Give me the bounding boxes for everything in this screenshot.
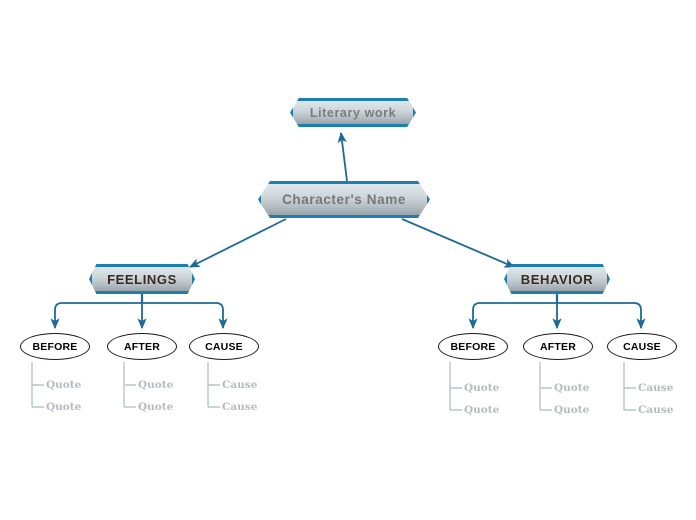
node-branch-behavior-label: BEHAVIOR (520, 271, 594, 287)
leaf-behavior-cause-1[interactable]: Cause (638, 382, 674, 394)
node-character-name-label: Character's Name (282, 192, 406, 207)
leaf-behavior-cause-2[interactable]: Cause (638, 404, 674, 416)
edge-behavior-to-before (468, 302, 557, 330)
node-feelings-cause-label: CAUSE (205, 340, 243, 353)
leaf-comb-f-after (123, 362, 136, 408)
node-feelings-cause[interactable]: CAUSE (189, 333, 259, 360)
leaf-behavior-before-1[interactable]: Quote (464, 382, 500, 394)
node-literary-work[interactable]: Literary work (290, 98, 416, 127)
edge-root-to-feelings (189, 218, 287, 268)
leaf-comb-b-before (449, 362, 462, 411)
edge-root-to-behavior (401, 218, 515, 268)
leaf-feelings-before-2[interactable]: Quote (46, 401, 82, 413)
leaf-feelings-before-1[interactable]: Quote (46, 379, 82, 391)
node-character-name[interactable]: Character's Name (258, 181, 430, 218)
edge-behavior-to-cause (557, 302, 646, 330)
node-behavior-before[interactable]: BEFORE (438, 333, 508, 360)
node-branch-feelings-label: FEELINGS (107, 271, 177, 287)
node-feelings-after-label: AFTER (124, 340, 160, 353)
node-behavior-after-label: AFTER (540, 340, 576, 353)
node-feelings-after[interactable]: AFTER (107, 333, 177, 360)
node-behavior-before-label: BEFORE (450, 340, 496, 353)
leaf-comb-b-cause (623, 362, 636, 411)
edge-feelings-to-cause (142, 302, 228, 330)
node-branch-behavior[interactable]: BEHAVIOR (504, 264, 610, 294)
leaf-behavior-after-2[interactable]: Quote (554, 404, 590, 416)
leaf-comb-f-before (31, 362, 44, 408)
node-literary-work-label: Literary work (309, 105, 397, 120)
node-behavior-cause[interactable]: CAUSE (607, 333, 677, 360)
node-feelings-before[interactable]: BEFORE (20, 333, 90, 360)
node-feelings-before-label: BEFORE (32, 340, 78, 353)
leaf-comb-b-after (539, 362, 552, 411)
node-behavior-after[interactable]: AFTER (523, 333, 593, 360)
leaf-feelings-cause-1[interactable]: Cause (222, 379, 258, 391)
edge-root-to-literary (337, 131, 348, 182)
leaf-feelings-cause-2[interactable]: Cause (222, 401, 258, 413)
leaf-behavior-after-1[interactable]: Quote (554, 382, 590, 394)
leaf-comb-f-cause (207, 362, 220, 408)
node-behavior-cause-label: CAUSE (623, 340, 661, 353)
leaf-feelings-after-1[interactable]: Quote (138, 379, 174, 391)
edge-feelings-to-before (50, 302, 142, 330)
leaf-feelings-after-2[interactable]: Quote (138, 401, 174, 413)
node-branch-feelings[interactable]: FEELINGS (89, 264, 195, 294)
leaf-behavior-before-2[interactable]: Quote (464, 404, 500, 416)
